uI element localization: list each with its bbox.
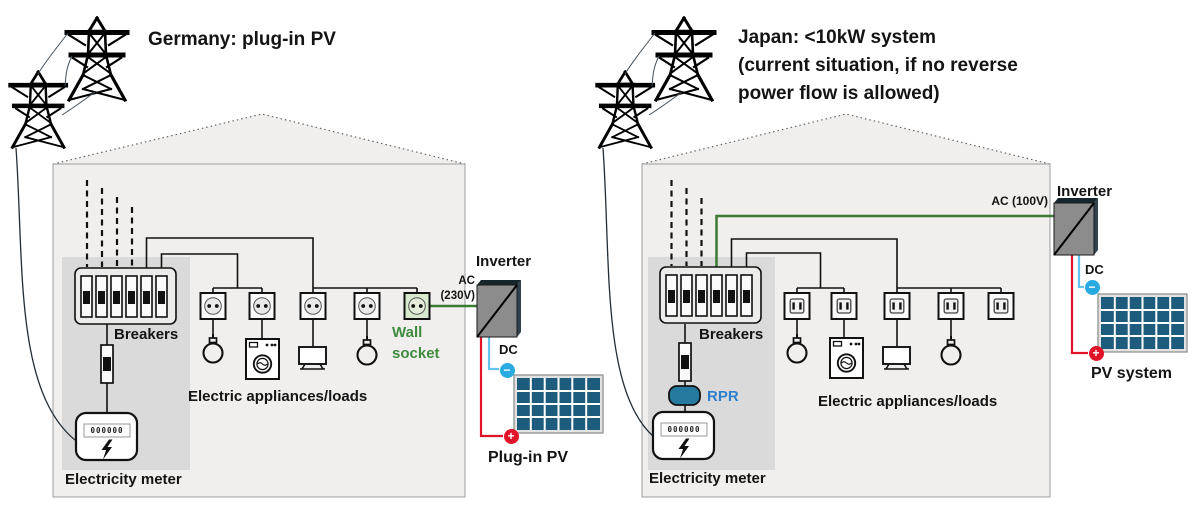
- panel-grid: [1101, 297, 1184, 349]
- transmission-tower-icon: [11, 72, 66, 147]
- meter-display: [83, 423, 131, 438]
- left-main-breaker: [100, 344, 114, 384]
- right-breakers-label: Breakers: [699, 326, 764, 343]
- right-inverter-label: Inverter: [1057, 183, 1113, 200]
- right-main-breaker: [678, 342, 692, 382]
- left-title: Germany: plug-in PV: [148, 29, 336, 50]
- left-dc-wires: [479, 337, 503, 438]
- right-dc-wires: [1070, 255, 1088, 355]
- left-pv-label: Plug-in PV: [488, 449, 568, 466]
- right-feeder-dashed-lines: [670, 180, 703, 266]
- right-dc-label: DC: [1085, 262, 1104, 277]
- left-roof: [53, 114, 465, 164]
- wall-outlet: [987, 292, 1015, 320]
- right-title: Japan: <10kW system (current situation, …: [738, 24, 1018, 108]
- panel-grid: [517, 378, 600, 430]
- dc-wire-negative: [487, 337, 499, 371]
- left-circuit-wires: [106, 237, 418, 413]
- power-line-wires: [624, 32, 683, 116]
- breaker-switches: [668, 290, 750, 303]
- right-title-line3: power flow is allowed): [738, 83, 940, 104]
- wall-socket-green: [403, 292, 431, 320]
- service-drop-wire: [15, 147, 76, 441]
- dc-wire-positive: [479, 337, 503, 438]
- service-drop-wire: [602, 147, 655, 438]
- washing-machine-icon: [829, 337, 864, 379]
- right-dc-minus-badge: −: [1084, 279, 1100, 295]
- left-wall-outlets: [199, 292, 431, 320]
- left-meter-reading: 000000: [90, 426, 124, 435]
- right-breaker-box: [659, 266, 762, 324]
- left-electricity-meter: [74, 411, 139, 462]
- transmission-tower-icon: [598, 72, 653, 147]
- breaker-switches: [83, 291, 165, 304]
- left-electricity-meter-label: Electricity meter: [65, 471, 182, 488]
- left-ac-label-line2: (230V): [440, 289, 475, 302]
- wall-outlet: [199, 292, 227, 320]
- meter-display: [660, 422, 708, 437]
- left-breakers-label: Breakers: [114, 326, 179, 343]
- left-transmission-towers: [11, 18, 127, 441]
- right-dc-plus-badge: +: [1088, 345, 1104, 361]
- right-ac-label: AC (100V): [991, 194, 1048, 208]
- wall-outlet: [299, 292, 327, 320]
- right-inverter: [1053, 198, 1098, 256]
- right-title-line2: (current situation, if no reverse: [738, 55, 1018, 76]
- left-feeder-dashed-lines: [85, 180, 134, 267]
- washing-machine-icon: [245, 338, 280, 380]
- right-title-line1: Japan: <10kW system: [738, 27, 937, 48]
- left-breaker-box: [74, 267, 177, 325]
- left-dc-minus-badge: −: [499, 362, 515, 378]
- left-solar-panel: [513, 374, 604, 434]
- right-meter-reading: 000000: [667, 425, 701, 434]
- wall-socket-label-line1: Wall: [392, 324, 423, 341]
- wall-outlet: [783, 292, 811, 320]
- right-appliances-label: Electric appliances/loads: [818, 393, 998, 410]
- right-circuit-wires: [684, 238, 1002, 412]
- right-electricity-meter-label: Electricity meter: [649, 470, 766, 487]
- wall-outlet: [248, 292, 276, 320]
- right-solar-panel: [1097, 293, 1188, 353]
- right-transmission-towers: [598, 18, 714, 438]
- left-dc-label: DC: [499, 342, 518, 357]
- rpr-device: [668, 385, 701, 406]
- right-pv-label: PV system: [1091, 365, 1172, 382]
- wall-socket-label-line2: socket: [392, 345, 440, 362]
- right-green-ac-wire: [715, 214, 1054, 276]
- wall-outlet: [830, 292, 858, 320]
- left-appliances-label: Electric appliances/loads: [188, 388, 368, 405]
- wall-outlet: [937, 292, 965, 320]
- dc-wire-negative: [1077, 255, 1084, 289]
- wall-socket-label: Wall socket: [392, 322, 440, 364]
- left-ac-label-line1: AC: [458, 275, 475, 287]
- transmission-tower-icon: [654, 18, 714, 100]
- wall-outlet: [883, 292, 911, 320]
- left-inverter-label: Inverter: [476, 253, 532, 270]
- right-roof: [642, 114, 1050, 164]
- right-electricity-meter: [651, 410, 716, 461]
- left-dc-plus-badge: +: [503, 428, 519, 444]
- left-inverter: [476, 280, 521, 338]
- wall-outlet: [353, 292, 381, 320]
- power-line-wires: [37, 32, 96, 116]
- dc-wire-positive: [1070, 255, 1088, 355]
- rpr-label: RPR: [707, 388, 739, 405]
- left-ac-label: AC (230V): [425, 274, 475, 303]
- transmission-tower-icon: [67, 18, 127, 100]
